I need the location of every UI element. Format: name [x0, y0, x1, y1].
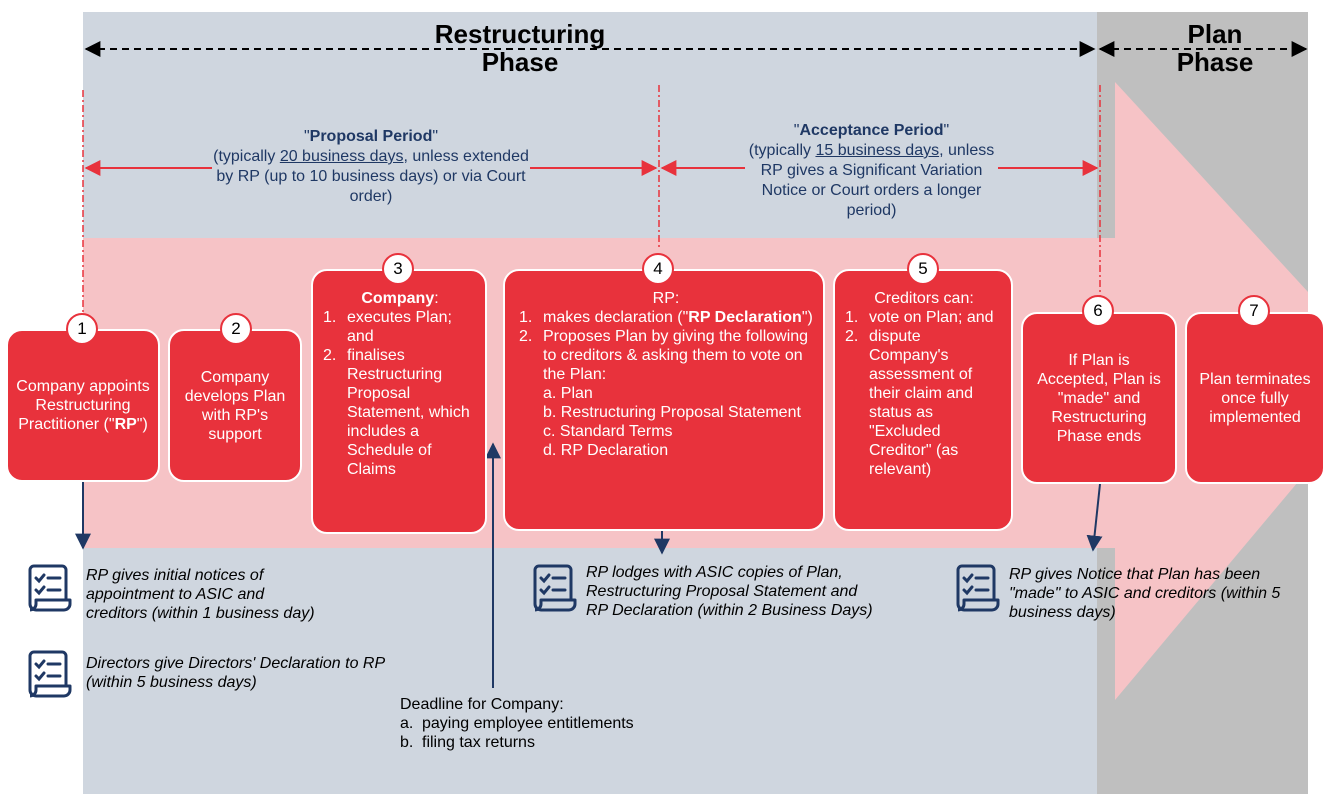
list-text: executes Plan; and [347, 309, 452, 345]
deadline-item-text: paying employee entitlements [422, 715, 634, 732]
restructuring-phase-title-line1: Restructuring [434, 19, 606, 49]
acceptance-period-pre: (typically [748, 142, 816, 159]
list-text: ") [801, 309, 813, 326]
step-2-text: Company develops Plan with RP's support [184, 368, 286, 443]
list-item: 1. executes Plan; and [323, 308, 477, 346]
rp-declaration-bold: RP Declaration [688, 309, 802, 326]
checklist-document-icon [956, 564, 1000, 612]
step-3-heading-bold: Company [361, 290, 435, 307]
proposal-period-title: Proposal Period [309, 128, 433, 145]
list-number: 1. [519, 309, 533, 326]
step-7-text: Plan terminates once fully implemented [1199, 370, 1311, 426]
quote-close: " [432, 128, 439, 145]
quote-open: " [793, 122, 800, 139]
step-4-list: 1. makes declaration ("RP Declaration") 2… [519, 308, 813, 460]
list-text: Proposes Plan by giving the following to… [543, 328, 809, 383]
list-number: 1. [323, 309, 337, 326]
step-5-badge: 5 [907, 253, 939, 285]
deadline-item-letter: b. [400, 734, 414, 751]
deadline-item: b. filing tax returns [400, 733, 660, 752]
list-item: 2. finalises Restructuring Proposal State… [323, 346, 477, 479]
sub-item: d. RP Declaration [543, 442, 669, 459]
step-3-heading-colon: : [434, 290, 439, 307]
step-3-list: 1. executes Plan; and 2. finalises Restruc… [323, 308, 477, 479]
step-1-bold: RP [114, 416, 137, 433]
list-number: 1. [845, 309, 859, 326]
quote-close: " [943, 122, 950, 139]
proposal-period-duration: 20 business days [279, 148, 404, 165]
step-6-badge: 6 [1082, 295, 1114, 327]
connector-step6 [1086, 483, 1103, 552]
checklist-document-icon [533, 564, 577, 612]
step-5-box: Creditors can: 1. vote on Plan; and 2. dis… [833, 269, 1013, 531]
sub-item: c. Standard Terms [543, 423, 673, 440]
deadline-block: Deadline for Company: a. paying employee … [400, 695, 660, 752]
list-number: 2. [519, 328, 533, 345]
checklist-document-icon [28, 564, 72, 612]
deadline-item-letter: a. [400, 715, 414, 732]
list-number: 2. [845, 328, 859, 345]
proposal-period-description: "Proposal Period" (typically 20 business… [212, 127, 530, 207]
list-text: dispute Company's assessment of their cl… [869, 328, 974, 478]
step-4-sublist: a. Plan b. Restructuring Proposal Statem… [543, 384, 813, 460]
list-text: vote on Plan; and [869, 309, 994, 326]
list-text: makes declaration (" [543, 309, 689, 326]
step-1-text-a: Company appoints Restructuring Practitio… [16, 378, 150, 433]
step-3-heading: Company: [323, 289, 477, 308]
list-item: 2. dispute Company's assessment of their … [845, 327, 1003, 479]
plan-phase-title-line1: Plan [1187, 19, 1243, 49]
step-1-text: Company appoints Restructuring Practitio… [16, 377, 150, 434]
list-text: finalises Restructuring Proposal Stateme… [347, 347, 470, 478]
sub-item: b. Restructuring Proposal Statement [543, 404, 801, 421]
plan-phase-title-line2: Phase [1176, 47, 1254, 77]
acceptance-period-post: , unless RP gives a Significant Variatio… [760, 142, 995, 219]
step-4-badge: 4 [642, 253, 674, 285]
step-2-box: Company develops Plan with RP's support [168, 329, 302, 482]
step-2-badge: 2 [220, 313, 252, 345]
step-6-box: If Plan is Accepted, Plan is "made" and … [1021, 312, 1177, 484]
step-4-box: RP: 1. makes declaration ("RP Declaration… [503, 269, 825, 531]
note-directors-declaration: Directors give Directors' Declaration to… [86, 655, 385, 691]
checklist-document-icon [28, 650, 72, 698]
restructuring-phase-title: Restructuring Phase [380, 20, 660, 76]
plan-phase-title: Plan Phase [1120, 20, 1310, 76]
step-5-list: 1. vote on Plan; and 2. dispute Company's … [845, 308, 1003, 479]
note-initial-notices: RP gives initial notices of appointment … [86, 567, 315, 622]
step-3-box: Company: 1. executes Plan; and 2. finalise… [311, 269, 487, 534]
step-7-badge: 7 [1238, 295, 1270, 327]
proposal-period-post: , unless extended by RP (up to 10 busine… [216, 148, 529, 205]
acceptance-period-duration: 15 business days [815, 142, 940, 159]
sub-item: a. Plan [543, 385, 593, 402]
step-3-badge: 3 [382, 253, 414, 285]
deadline-item-text: filing tax returns [422, 734, 535, 751]
deadline-item: a. paying employee entitlements [400, 714, 660, 733]
step-5-heading: Creditors can: [874, 290, 974, 307]
list-number: 2. [323, 347, 337, 364]
deadline-title: Deadline for Company: [400, 696, 564, 713]
restructuring-phase-title-line2: Phase [481, 47, 559, 77]
acceptance-period-description: "Acceptance Period" (typically 15 busine… [745, 121, 998, 221]
step-1-text-b: ") [136, 416, 148, 433]
list-item: 1. makes declaration ("RP Declaration") [519, 308, 813, 327]
acceptance-period-title: Acceptance Period [799, 122, 944, 139]
step-4-heading: RP: [652, 290, 680, 307]
step-7-box: Plan terminates once fully implemented [1185, 312, 1324, 484]
quote-open: " [303, 128, 310, 145]
step-1-badge: 1 [66, 313, 98, 345]
step-6-text: If Plan is Accepted, Plan is "made" and … [1037, 351, 1161, 445]
list-item: 1. vote on Plan; and [845, 308, 1003, 327]
note-asic-lodgement: RP lodges with ASIC copies of Plan, Rest… [586, 564, 873, 619]
note-plan-made: RP gives Notice that Plan has been "made… [1009, 566, 1281, 621]
list-item: 2. Proposes Plan by giving the following … [519, 327, 813, 460]
step-1-box: Company appoints Restructuring Practitio… [6, 329, 160, 482]
proposal-period-pre: (typically [213, 148, 280, 165]
